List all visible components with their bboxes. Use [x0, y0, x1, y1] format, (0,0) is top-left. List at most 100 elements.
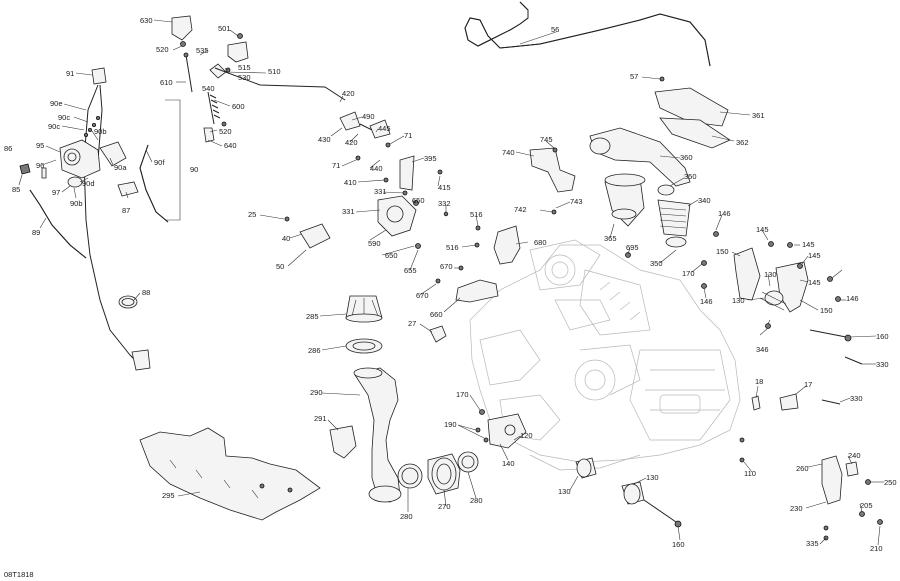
- callout-label: 610: [160, 78, 173, 87]
- callout-label: 670: [416, 291, 429, 300]
- callout-label: 71: [404, 131, 412, 140]
- callout-label: 420: [342, 89, 355, 98]
- right-engine-mount: [701, 231, 863, 411]
- callout-label: 650: [385, 251, 398, 260]
- callout-label: 146: [846, 294, 859, 303]
- callout-label: 516: [470, 210, 483, 219]
- callout-label: 90a: [114, 163, 127, 172]
- callout-label: 86: [4, 144, 12, 153]
- callout-label: 90: [190, 165, 198, 174]
- air-intake-group: [589, 76, 731, 258]
- callout-label: 85: [12, 185, 20, 194]
- callout-label: 130: [646, 473, 659, 482]
- callout-label: 97: [52, 188, 60, 197]
- callout-label: 17: [804, 380, 812, 389]
- callout-labels: 630 501 520 535 515 530 610 540 510 600 …: [4, 16, 897, 553]
- callout-label: 332: [438, 199, 451, 208]
- drive-shaft-lower: [575, 457, 682, 528]
- callout-label: 90d: [82, 179, 95, 188]
- callout-label: 361: [752, 111, 765, 120]
- callout-label: 90f: [154, 158, 165, 167]
- callout-label: 530: [238, 73, 251, 82]
- callout-label: 395: [424, 154, 437, 163]
- callout-label: 501: [218, 24, 231, 33]
- callout-label: 291: [314, 414, 327, 423]
- callout-label: 410: [344, 178, 357, 187]
- bracket-680: [435, 225, 521, 303]
- callout-label: 680: [534, 238, 547, 247]
- callout-label: 89: [32, 228, 40, 237]
- callout-label: 18: [755, 377, 763, 386]
- callout-label: 660: [430, 310, 443, 319]
- callout-label: 270: [438, 502, 451, 511]
- callout-label: 520: [219, 127, 232, 136]
- callout-label: 210: [870, 544, 883, 553]
- callout-label: 350: [684, 172, 697, 181]
- callout-label: 250: [884, 478, 897, 487]
- callout-label: 280: [470, 496, 483, 505]
- callout-label: 160: [672, 540, 685, 549]
- callout-label: 145: [756, 225, 769, 234]
- callout-label: 650: [412, 196, 425, 205]
- callout-label: 510: [268, 67, 281, 76]
- callout-label: 365: [604, 234, 617, 243]
- callout-label: 490: [362, 112, 375, 121]
- callout-label: 346: [756, 345, 769, 354]
- callout-label: 445: [378, 124, 391, 133]
- callout-leaders: [18, 19, 884, 546]
- callout-label: 71: [332, 161, 340, 170]
- callout-label: 90b: [70, 199, 83, 208]
- callout-label: 740: [502, 148, 515, 157]
- callout-label: 130: [764, 270, 777, 279]
- diagram-reference-code: 08T1818: [4, 570, 34, 579]
- callout-label: 140: [502, 459, 515, 468]
- cover-plate-40: [284, 216, 331, 249]
- callout-label: 150: [716, 247, 729, 256]
- callout-label: 330: [850, 394, 863, 403]
- callout-label: 90e: [50, 99, 63, 108]
- callout-label: 360: [680, 153, 693, 162]
- callout-label: 145: [808, 251, 821, 260]
- callout-label: 110: [744, 469, 756, 478]
- callout-label: 170: [456, 390, 469, 399]
- bottom-right-mount: [739, 437, 883, 541]
- callout-label: 362: [736, 138, 749, 147]
- callout-label: 590: [368, 239, 381, 248]
- callout-label: 57: [630, 72, 638, 81]
- callout-label: 87: [122, 206, 130, 215]
- throttle-cable-assembly: [165, 15, 346, 221]
- callout-label: 600: [232, 102, 245, 111]
- callout-label: 130: [732, 296, 745, 305]
- callout-label: 145: [802, 240, 815, 249]
- callout-label: 286: [308, 346, 321, 355]
- callout-label: 331: [342, 207, 355, 216]
- engine-mount-140: [475, 409, 527, 449]
- callout-label: 88: [142, 288, 150, 297]
- callout-label: 190: [444, 420, 457, 429]
- callout-label: 520: [156, 45, 169, 54]
- callout-label: 535: [196, 46, 209, 55]
- callout-label: 205: [860, 501, 873, 510]
- callout-label: 742: [514, 205, 527, 214]
- callout-label: 295: [162, 491, 175, 500]
- callout-label: 743: [570, 197, 583, 206]
- callout-label: 430: [318, 135, 331, 144]
- callout-label: 331: [374, 187, 387, 196]
- callout-label: 515: [238, 63, 251, 72]
- callout-label: 40: [282, 234, 290, 243]
- callout-label: 260: [796, 464, 809, 473]
- callout-label: 130: [558, 487, 571, 496]
- callout-label: 146: [700, 297, 713, 306]
- callout-label: 330: [876, 360, 889, 369]
- callout-label: 290: [310, 388, 323, 397]
- callout-label: 670: [440, 262, 453, 271]
- callout-label: 91: [66, 69, 74, 78]
- callout-label: 170: [682, 269, 695, 278]
- callout-label: 120: [520, 431, 533, 440]
- callout-label: 655: [404, 266, 417, 275]
- callout-label: 150: [820, 306, 833, 315]
- callout-label: 146: [718, 209, 731, 218]
- mounting-bracket-740: [529, 147, 576, 215]
- callout-label: 630: [140, 16, 153, 25]
